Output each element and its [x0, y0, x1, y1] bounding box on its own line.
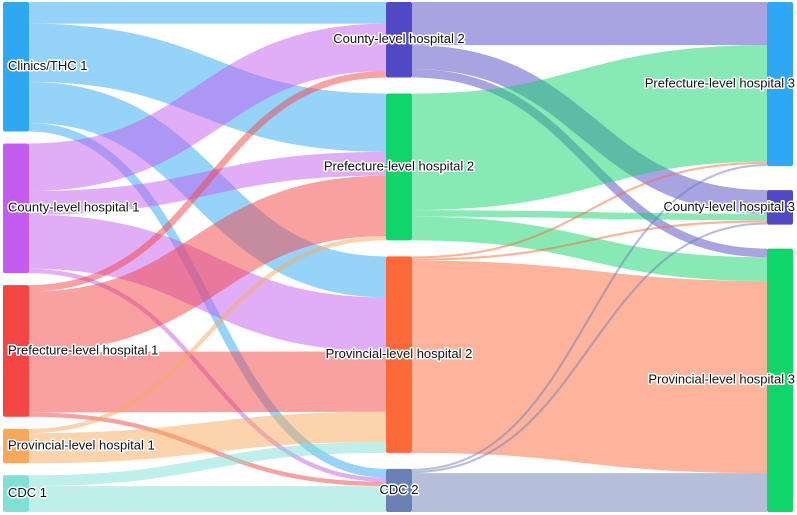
- link-pref1-to-prov2: [28, 351, 387, 413]
- link-pref2-to-county3: [411, 210, 768, 221]
- node-county1: [3, 143, 29, 274]
- node-label-clinics1: Clinics/THC 1: [8, 58, 87, 73]
- link-prov2-to-pref3: [411, 161, 768, 259]
- link-prov2-to-prov3: [411, 260, 768, 474]
- link-prov1-to-pref2: [28, 236, 387, 434]
- node-pref2: [386, 93, 412, 241]
- node-label-cdc2: CDC 2: [379, 482, 418, 497]
- node-label-county2: County-level hospital 2: [333, 31, 465, 46]
- node-pref3: [767, 2, 793, 167]
- link-cdc2-to-pref3: [411, 163, 768, 471]
- node-prov3: [767, 248, 793, 512]
- node-clinics1: [3, 2, 29, 132]
- link-pref2-to-prov3: [411, 216, 768, 281]
- link-pref2-to-pref3: [411, 45, 768, 211]
- link-pref1-to-county2: [28, 71, 387, 292]
- node-label-pref1: Prefecture-level hospital 1: [8, 342, 158, 357]
- node-label-pref2: Prefecture-level hospital 2: [324, 158, 474, 173]
- nodes-layer: [3, 2, 793, 512]
- node-label-cdc1: CDC 1: [8, 485, 47, 500]
- node-label-prov3: Provincial-level hospital 3: [648, 372, 795, 387]
- link-county1-to-county2: [28, 23, 387, 192]
- node-prov2: [386, 256, 412, 453]
- node-county3: [767, 190, 793, 225]
- node-label-prov2: Provincial-level hospital 2: [326, 346, 473, 361]
- links-layer: [28, 1, 768, 513]
- node-cdc1: [3, 475, 29, 512]
- node-prov1: [3, 428, 29, 464]
- link-pref1-to-pref2: [28, 175, 387, 352]
- node-pref1: [3, 285, 29, 417]
- link-cdc2-to-county3: [411, 222, 768, 474]
- link-cdc1-to-prov2: [28, 442, 387, 487]
- link-prov1-to-prov2: [28, 411, 387, 464]
- node-label-prov1: Provincial-level hospital 1: [8, 437, 155, 452]
- node-county2: [386, 2, 412, 78]
- link-prov2-to-county3: [411, 220, 768, 261]
- node-cdc2: [386, 468, 412, 512]
- node-label-county3: County-level hospital 3: [663, 199, 795, 214]
- node-label-pref3: Prefecture-level hospital 3: [645, 75, 795, 90]
- node-label-county1: County-level hospital 1: [8, 200, 140, 215]
- labels-layer: Clinics/THC 1 County-level hospital 1 Pref…: [7, 30, 797, 502]
